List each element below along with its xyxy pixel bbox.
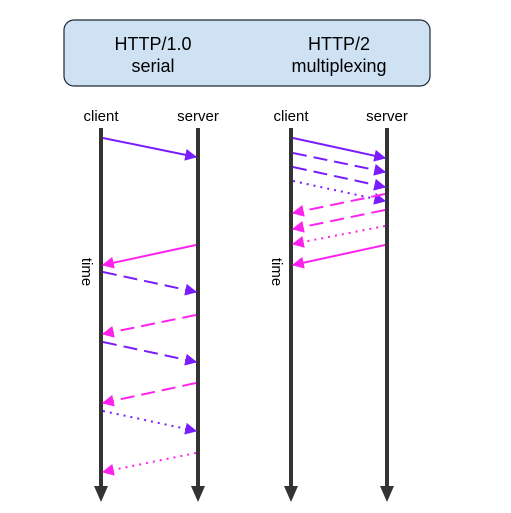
multiplexed-client-timeline <box>284 128 298 502</box>
multiplexed-response-arrow-5 <box>291 193 386 217</box>
serial-server-label: server <box>177 108 219 125</box>
http1-title: HTTP/1.0 <box>114 34 191 54</box>
serial-time-label: time <box>78 258 95 286</box>
serial-response-arrow-6 <box>101 382 197 407</box>
multiplexed-request-arrow-3 <box>292 166 387 191</box>
multiplexed-response-arrow-8 <box>291 244 386 269</box>
multiplexed-time-label: time <box>268 258 285 286</box>
serial-client-timeline <box>94 128 108 502</box>
multiplexed-response-arrow-6 <box>291 209 386 233</box>
message-arrows <box>101 137 387 476</box>
multiplexed-server-label: server <box>366 108 408 125</box>
multiplexed-server-timeline <box>380 128 394 502</box>
http2-subtitle: multiplexing <box>291 56 386 76</box>
multiplexed-request-arrow-4 <box>292 180 387 205</box>
serial-request-arrow-1 <box>102 137 198 161</box>
http1-subtitle: serial <box>131 56 174 76</box>
http2-title: HTTP/2 <box>308 34 370 54</box>
serial-response-arrow-8 <box>101 452 197 476</box>
header-box: HTTP/1.0 serial HTTP/2 multiplexing <box>63 19 431 87</box>
serial-response-arrow-4 <box>101 314 197 338</box>
multiplexed-client-label: client <box>273 108 309 125</box>
multiplexed-response-arrow-7 <box>291 225 386 248</box>
serial-request-arrow-7 <box>102 410 198 435</box>
serial-request-arrow-3 <box>102 271 198 296</box>
serial-server-timeline <box>191 128 205 502</box>
multiplexed-request-arrow-1 <box>292 137 387 162</box>
multiplexed-request-arrow-2 <box>292 152 387 176</box>
serial-response-arrow-2 <box>101 244 197 269</box>
serial-request-arrow-5 <box>102 341 198 366</box>
serial-client-label: client <box>83 108 119 125</box>
